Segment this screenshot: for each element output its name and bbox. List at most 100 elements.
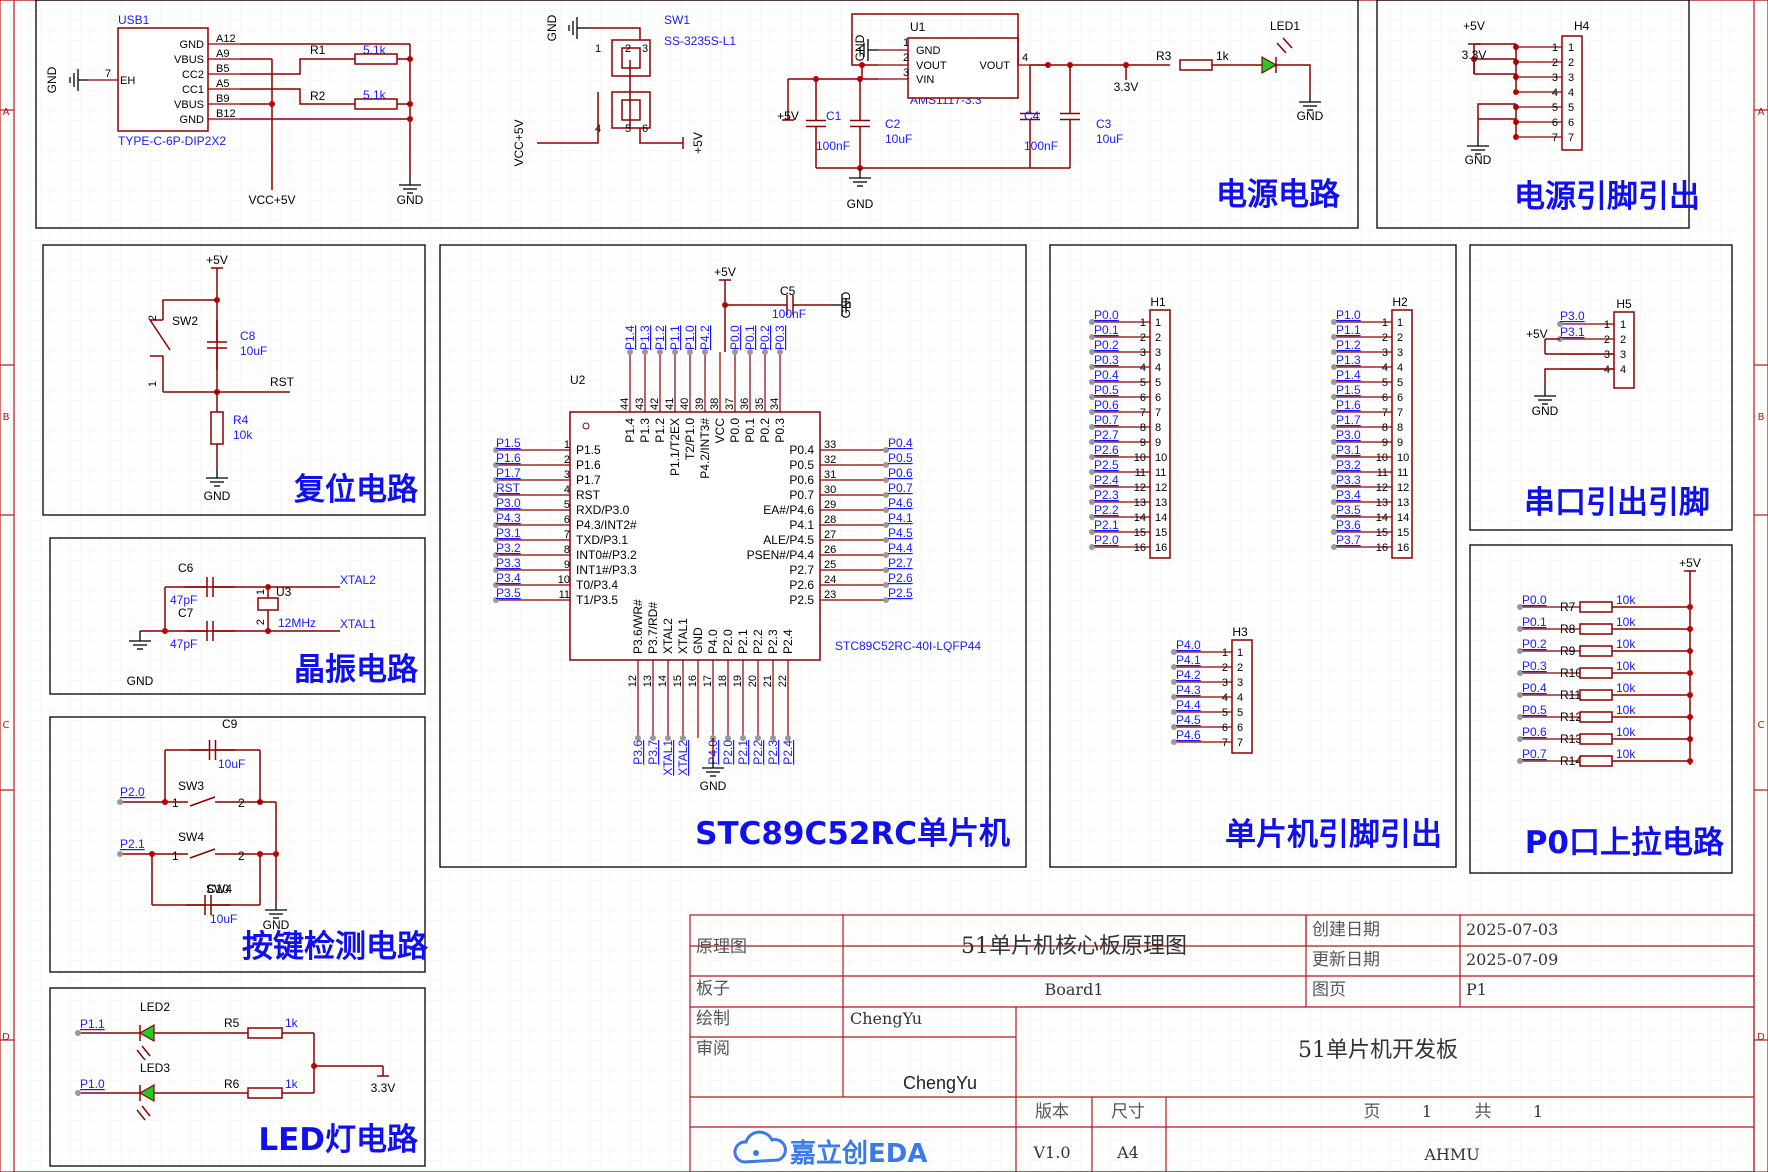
- h4-pin-name: 6: [1568, 117, 1574, 129]
- r3-value: 1k: [1216, 49, 1230, 63]
- h3-pin-name: 6: [1237, 722, 1243, 734]
- c8-value: 10uF: [240, 344, 267, 358]
- tb-board: Board1: [1045, 980, 1104, 999]
- u2-pin-name: P0.5: [789, 458, 814, 472]
- u2-net: P3.6: [631, 740, 645, 765]
- c1-value: 100nF: [816, 139, 850, 153]
- u2-pin-num: 8: [564, 544, 570, 556]
- u2-pin-name: P4.2/INT3#: [698, 418, 712, 479]
- usb-pin-num: B5: [216, 63, 229, 75]
- h1-net: P2.2: [1094, 503, 1119, 517]
- border-letter: A: [1758, 107, 1765, 118]
- pullup-value: 10k: [1616, 703, 1636, 717]
- u2-net: P4.1: [888, 511, 913, 525]
- u2-pin-name: T2/P1.0: [683, 418, 697, 460]
- r5-body: [247, 1027, 283, 1039]
- vcc5-label: +5V: [691, 132, 705, 154]
- h2-pin-num: 7: [1382, 407, 1388, 419]
- u1-pin-num: 4: [1022, 52, 1028, 64]
- u2-pin-name: P0.6: [789, 473, 814, 487]
- sw2-pin: 1: [147, 381, 159, 387]
- usb-pin-num: B12: [216, 108, 236, 120]
- u2-net: P4.5: [888, 526, 913, 540]
- h2-pin-name: 1: [1397, 317, 1403, 329]
- u2-pin-num: 30: [824, 484, 836, 496]
- tb-doc-type: 原理图: [696, 937, 747, 957]
- usb-pin-name: CC1: [182, 84, 204, 96]
- h4-pin-name: 4: [1568, 87, 1574, 99]
- c10-value: 10uF: [210, 912, 237, 926]
- u2-net: P3.4: [496, 571, 521, 585]
- h2-pin-name: 10: [1397, 452, 1409, 464]
- h4-pin-num: 6: [1552, 117, 1558, 129]
- tb-drawn-label: 绘制: [696, 1009, 730, 1029]
- xtal2-label: XTAL2: [340, 573, 376, 587]
- h1-net: P0.4: [1094, 368, 1119, 382]
- sw2-contact: [149, 319, 171, 351]
- net-port-dot: [1331, 379, 1337, 385]
- mcu-pins-section-frame: [1049, 244, 1457, 868]
- u2-pin-name: XTAL1: [676, 618, 690, 654]
- u3-pin: 2: [255, 619, 267, 625]
- h1-pin-name: 6: [1155, 392, 1161, 404]
- u2-pin-name: P1.4: [623, 418, 637, 443]
- vcc5-label: +5V: [777, 109, 799, 123]
- h2-net: P3.6: [1336, 518, 1361, 532]
- u2-pin-num: 1: [564, 439, 570, 451]
- u2-pin-name: RXD/P3.0: [576, 503, 630, 517]
- h4-pin-name: 1: [1568, 42, 1574, 54]
- sw3-contact: [189, 796, 216, 807]
- junction-dot: [257, 851, 263, 857]
- usb-pin-num: 7: [105, 68, 111, 80]
- h5-body: [1613, 311, 1635, 389]
- h1-pin-num: 12: [1134, 482, 1146, 494]
- h1-net: P2.4: [1094, 473, 1119, 487]
- r4-ref: R4: [233, 413, 249, 427]
- u2-pin-num: 19: [732, 675, 744, 687]
- h4-pin-num: 7: [1552, 132, 1558, 144]
- h2-net: P3.3: [1336, 473, 1361, 487]
- gnd-label: GND: [853, 34, 867, 61]
- u1-pin-name: GND: [916, 45, 941, 57]
- h2-body: [1391, 309, 1413, 559]
- gnd-label: GND: [263, 918, 290, 932]
- led2-ray: [136, 1049, 146, 1061]
- net-port-dot: [762, 349, 768, 355]
- h1-pin-num: 14: [1134, 512, 1146, 524]
- usb-pin-name: EH: [120, 75, 135, 87]
- rst-label: RST: [270, 375, 295, 389]
- h2-net: P3.2: [1336, 458, 1361, 472]
- net-port-dot: [777, 349, 783, 355]
- net-p21: P2.1: [120, 837, 145, 851]
- section-title-uart: 串口引出引脚: [1524, 485, 1710, 521]
- h2-pin-name: 5: [1397, 377, 1403, 389]
- h3-pin-num: 7: [1222, 737, 1228, 749]
- h5-pin-num: 2: [1604, 334, 1610, 346]
- c3-value: 10uF: [1096, 132, 1123, 146]
- h1-pin-num: 5: [1140, 377, 1146, 389]
- usb-pin-name: VBUS: [174, 54, 204, 66]
- u2-net: P4.2: [698, 325, 712, 350]
- h4-pin-name: 3: [1568, 72, 1574, 84]
- net-port-dot: [1089, 439, 1095, 445]
- c1-ref: C1: [826, 109, 842, 123]
- h2-pin-num: 4: [1382, 362, 1388, 374]
- sw4-contact: [189, 848, 216, 859]
- usb-pin-name: VBUS: [174, 99, 204, 111]
- net-port-dot: [1331, 424, 1337, 430]
- r6-ref: R6: [224, 1077, 240, 1091]
- h5-pin-name: 4: [1620, 364, 1626, 376]
- u2-pin-name: INT0#/P3.2: [576, 548, 637, 562]
- net-port-dot: [740, 735, 746, 741]
- net-port-dot: [665, 735, 671, 741]
- u2-pin-name: GND: [691, 627, 705, 654]
- c6-ref: C6: [178, 561, 194, 575]
- sw1-slider: [621, 99, 641, 121]
- u1-pin-name: VOUT: [916, 60, 947, 72]
- u2-pin-num: 28: [824, 514, 836, 526]
- power-section-frame: [35, 0, 1359, 229]
- u2-pin-num: 39: [694, 398, 706, 410]
- net-port-dot: [883, 582, 889, 588]
- h2-pin-num: 11: [1377, 467, 1388, 479]
- reset-section-frame: [42, 244, 426, 516]
